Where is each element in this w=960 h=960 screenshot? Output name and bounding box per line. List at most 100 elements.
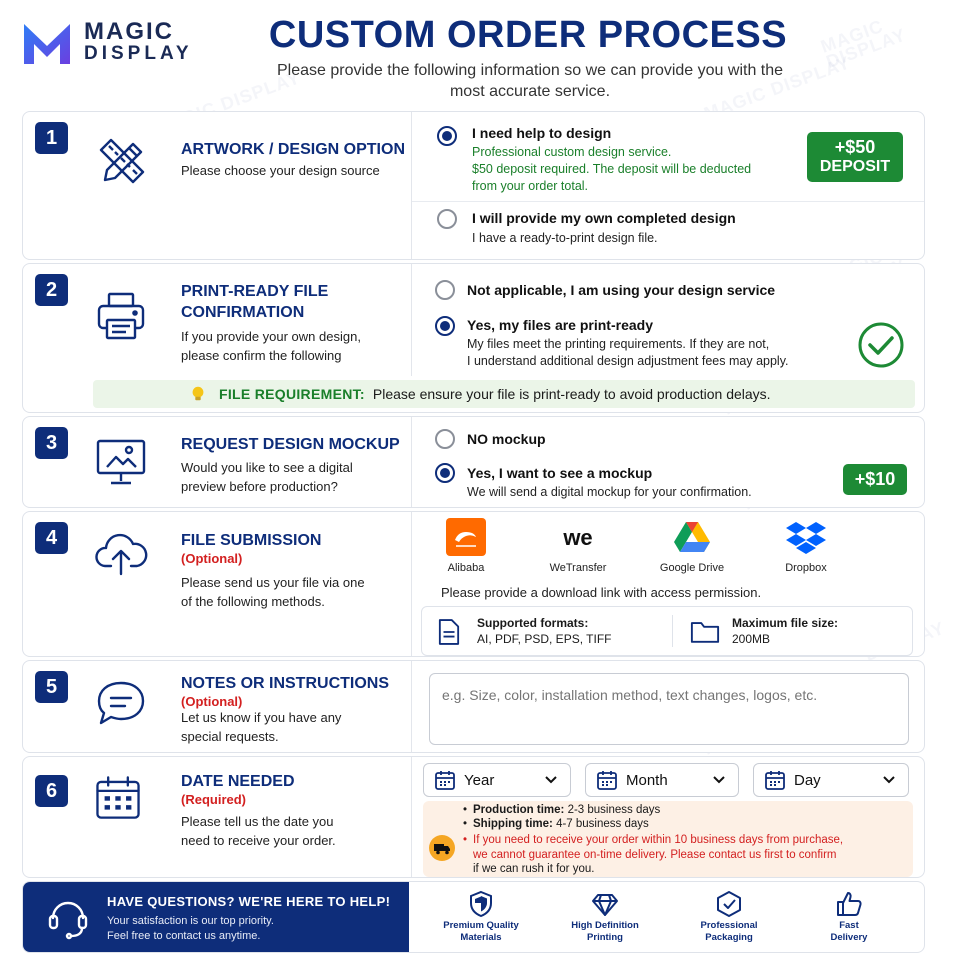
feature-premium-quality: Premium Quality Materials	[431, 890, 531, 944]
link-note: Please provide a download link with acce…	[441, 585, 762, 600]
not-applicable-label[interactable]: Not applicable, I am using your design s…	[467, 282, 776, 298]
check-circle-icon	[858, 322, 904, 368]
year-select[interactable]: Year	[423, 763, 571, 797]
rush-warning-line: we cannot guarantee on-time delivery. Pl…	[473, 848, 837, 861]
size-column: Maximum file size: 200MB	[732, 615, 838, 647]
step-number: 4	[35, 522, 68, 554]
cloud-upload-icon	[93, 526, 149, 582]
optional-tag: (Optional)	[181, 551, 243, 566]
help-text-line: Feel free to contact us anytime.	[107, 930, 261, 942]
print-ready-radio[interactable]	[435, 316, 455, 336]
step-2-card: 2 PRINT-READY FILE CONFIRMATION If you p…	[22, 263, 925, 413]
step-description-line: please confirm the following	[181, 348, 342, 363]
step-title-line: CONFIRMATION	[181, 304, 305, 321]
not-applicable-radio[interactable]	[435, 280, 455, 300]
day-select[interactable]: Day	[753, 763, 909, 797]
optional-tag: (Optional)	[181, 694, 243, 709]
page-title: CUSTOM ORDER PROCESS	[268, 14, 788, 56]
formats-value: AI, PDF, PSD, EPS, TIFF	[477, 632, 612, 646]
design-help-detail-line: $50 deposit required. The deposit will b…	[472, 162, 752, 176]
mockup-radio[interactable]	[435, 463, 455, 483]
service-wetransfer[interactable]: we WeTransfer	[533, 518, 623, 574]
pencil-ruler-icon	[93, 134, 149, 190]
day-select-value: Day	[794, 771, 821, 789]
svg-text:we: we	[562, 525, 592, 550]
design-help-radio[interactable]	[437, 126, 457, 146]
divider	[672, 615, 673, 647]
feature-label-line: Materials	[460, 932, 502, 943]
file-requirement-label: FILE REQUIREMENT:	[219, 386, 365, 402]
diamond-icon	[591, 890, 619, 918]
delivery-note: Production time: 2-3 business days Shipp…	[423, 801, 913, 877]
help-text: Your satisfaction is our top priority. F…	[107, 914, 274, 944]
step-description: Please tell us the date you need to rece…	[181, 812, 336, 850]
rush-warning: If you need to receive your order within…	[463, 833, 844, 862]
package-icon	[715, 890, 743, 918]
step-5-card: 5 NOTES OR INSTRUCTIONS (Optional) Let u…	[22, 660, 925, 753]
no-mockup-radio[interactable]	[435, 429, 455, 449]
required-tag: (Required)	[181, 792, 246, 807]
notes-textarea[interactable]	[429, 673, 909, 745]
step-description-line: If you provide your own design,	[181, 329, 361, 344]
rush-warning-line: If you need to receive your order within…	[473, 834, 844, 846]
step-number: 5	[35, 671, 68, 703]
mockup-label[interactable]: Yes, I want to see a mockup	[467, 465, 653, 481]
lightbulb-icon	[192, 386, 204, 401]
service-label: Google Drive	[659, 562, 725, 574]
print-ready-label[interactable]: Yes, my files are print-ready	[467, 317, 653, 333]
service-alibaba[interactable]: Alibaba	[421, 518, 511, 574]
step-title-text: FILE SUBMISSION	[181, 532, 322, 549]
brand-name: MAGIC DISPLAY	[84, 18, 193, 65]
print-ready-detail-line: My files meet the printing requirements.…	[467, 337, 770, 351]
step-description-line: Please tell us the date you	[181, 814, 334, 829]
step-6-card: 6 DATE NEEDED (Required) Please tell us …	[22, 756, 925, 878]
design-help-label[interactable]: I need help to design	[472, 125, 612, 141]
brand-name-line1: MAGIC	[84, 18, 174, 45]
step-description: Please send us your file via one of the …	[181, 573, 365, 611]
own-design-radio[interactable]	[437, 209, 457, 229]
print-ready-detail-line: I understand additional design adjustmen…	[467, 354, 789, 368]
service-dropbox[interactable]: Dropbox	[761, 518, 851, 574]
divider	[411, 417, 412, 507]
service-google-drive[interactable]: Google Drive	[647, 518, 737, 574]
print-ready-detail: My files meet the printing requirements.…	[467, 336, 789, 370]
calendar-icon	[435, 771, 455, 790]
google-drive-icon	[672, 518, 712, 556]
production-time-label: Production time:	[473, 804, 565, 816]
step-title-line: PRINT-READY FILE	[181, 283, 329, 300]
mockup-price-badge: +$10	[843, 464, 907, 495]
step-title: DATE NEEDED (Required)	[181, 771, 295, 808]
feature-label-line: Premium Quality	[443, 920, 519, 931]
step-title-text: NOTES OR INSTRUCTIONS	[181, 675, 390, 692]
footer-banner: HAVE QUESTIONS? WE'RE HERE TO HELP! Your…	[22, 881, 925, 953]
feature-fast-delivery: Fast Delivery	[799, 890, 899, 944]
month-select[interactable]: Month	[585, 763, 739, 797]
no-mockup-label[interactable]: NO mockup	[467, 431, 546, 447]
step-description: Would you like to see a digital preview …	[181, 458, 353, 496]
mockup-detail: We will send a digital mockup for your c…	[467, 485, 752, 499]
step-description: Please choose your design source	[181, 163, 380, 178]
step-number: 1	[35, 122, 68, 154]
size-label: Maximum file size:	[732, 616, 839, 630]
folder-icon	[690, 622, 720, 643]
divider	[411, 757, 412, 877]
printer-icon	[93, 288, 149, 344]
chevron-down-icon	[545, 776, 557, 784]
step-description-line: Would you like to see a digital	[181, 460, 353, 475]
feature-professional-packaging: Professional Packaging	[679, 890, 779, 944]
step-description-line: Please send us your file via one	[181, 575, 365, 590]
own-design-label[interactable]: I will provide my own completed design	[472, 210, 736, 226]
step-title: PRINT-READY FILE CONFIRMATION	[181, 281, 328, 323]
divider	[411, 661, 412, 752]
production-time: Production time: 2-3 business days	[463, 803, 660, 818]
step-title-text: DATE NEEDED	[181, 773, 295, 790]
truck-icon	[429, 835, 455, 861]
step-description-line: Let us know if you have any	[181, 710, 342, 725]
help-panel: HAVE QUESTIONS? WE'RE HERE TO HELP! Your…	[23, 882, 409, 952]
magic-display-logo-icon	[24, 24, 70, 64]
alibaba-icon	[446, 518, 486, 556]
formats-label: Supported formats:	[477, 616, 589, 630]
step-description-line: preview before production?	[181, 479, 338, 494]
calendar-icon	[597, 771, 617, 790]
shipping-time-label: Shipping time:	[473, 818, 553, 830]
